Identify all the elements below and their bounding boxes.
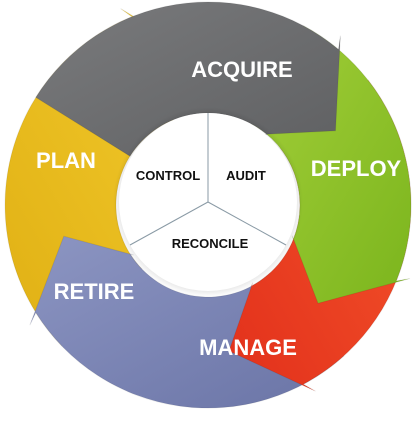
plan-label: PLAN (36, 148, 96, 173)
hub: CONTROL AUDIT RECONCILE (113, 107, 303, 297)
hub-control-label[interactable]: CONTROL (136, 168, 200, 183)
cycle-arrows (4, 1, 412, 409)
hub-audit-label[interactable]: AUDIT (226, 168, 266, 183)
stage-labels: ACQUIRE DEPLOY MANAGE RETIRE PLAN (36, 57, 401, 360)
acquire-label: ACQUIRE (191, 57, 292, 82)
deploy-label: DEPLOY (311, 156, 402, 181)
manage-label: MANAGE (199, 335, 297, 360)
hub-divider-left (129, 201, 209, 246)
hub-reconcile-label[interactable]: RECONCILE (172, 236, 249, 251)
hub-divider-right (207, 201, 287, 246)
retire-label: RETIRE (54, 279, 135, 304)
